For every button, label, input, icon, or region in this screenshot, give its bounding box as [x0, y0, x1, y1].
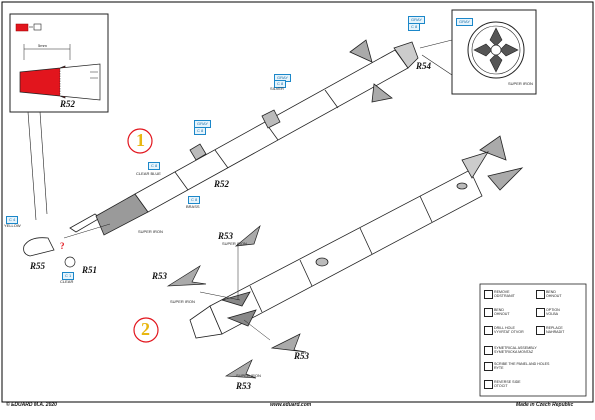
- bend-alt-icon: [484, 308, 493, 317]
- color-label-super-iron-3: SUPER IRON: [170, 299, 195, 304]
- color-box-blue: C 8: [148, 162, 161, 170]
- callout-r53-a: R53: [218, 231, 234, 241]
- color-label-super-iron-2: SUPER IRON: [222, 241, 247, 246]
- color-label-silver: SILVER: [270, 86, 284, 91]
- footer-origin: Made in Czech Republic: [516, 402, 574, 408]
- callout-r52-inset: R52: [60, 99, 76, 109]
- color-box-top-c8: C 8: [408, 23, 421, 31]
- callout-r53-b: R53: [152, 271, 168, 281]
- color-box-yellow: C 4: [6, 216, 19, 224]
- option-icon: [536, 308, 545, 317]
- drill-hole-icon: [484, 326, 493, 335]
- scribe-icon: [484, 362, 493, 371]
- reverse-side-icon: [484, 380, 493, 389]
- color-box-c8: C 8: [274, 80, 287, 88]
- symmetrical-icon: [484, 346, 493, 355]
- callout-r53-c: R53: [294, 351, 310, 361]
- color-label-yellow: YELLOW: [4, 223, 21, 228]
- callout-r53-d: R53: [236, 381, 252, 391]
- missile-2: [189, 135, 524, 339]
- color-box-inset-gray: GRAY: [456, 18, 474, 26]
- r52-inset: [9, 13, 109, 221]
- step-1: 1: [136, 130, 145, 150]
- replace-icon: [536, 326, 545, 335]
- dimension-label: 5mm: [38, 43, 47, 48]
- color-label-clear-blue: CLEAR BLUE: [136, 171, 161, 176]
- color-label-clear: CLEAR: [60, 279, 74, 284]
- color-box-clear: C 1: [62, 272, 75, 280]
- footer-website: www.eduard.com: [270, 402, 312, 408]
- callout-r55: R55: [30, 261, 46, 271]
- footer-copyright: © EDUARD M.A. 2020: [6, 402, 57, 408]
- callout-r52: R52: [214, 179, 230, 189]
- color-label-super-iron-4: SUPER IRON: [236, 373, 261, 378]
- step-2: 2: [141, 319, 150, 339]
- callout-r54: R54: [416, 61, 432, 71]
- bend-icon: [536, 290, 545, 299]
- color-box-c8-2: C 8: [194, 127, 207, 135]
- color-label-super-iron-1: SUPER IRON: [138, 229, 163, 234]
- color-label-brass: BRASS: [186, 204, 200, 209]
- callout-r51: R51: [82, 265, 98, 275]
- missile-1: [69, 39, 419, 236]
- color-box-brass: C 8: [188, 196, 201, 204]
- remove-icon: [484, 290, 493, 299]
- option-mark: ?: [60, 241, 65, 251]
- color-label-inset-super-iron: SUPER IRON: [508, 81, 533, 86]
